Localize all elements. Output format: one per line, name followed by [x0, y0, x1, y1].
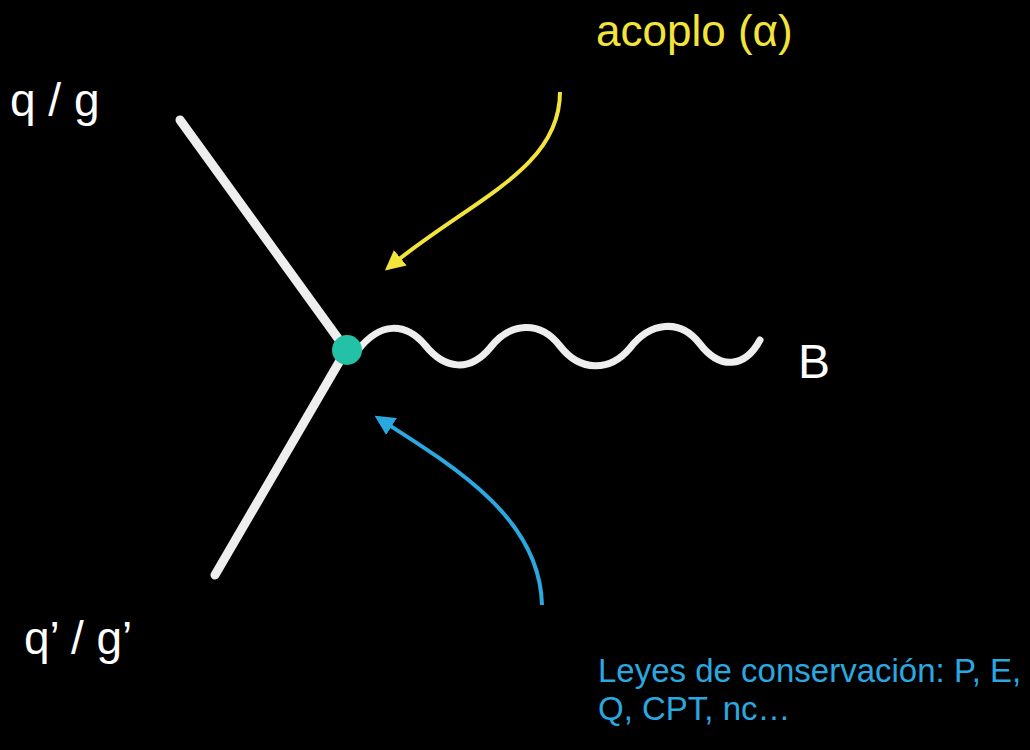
coupling-arrow: [388, 92, 560, 268]
boson-label: B: [798, 334, 830, 389]
incoming-line: [215, 352, 345, 575]
particle-label: q’ / g’: [24, 612, 132, 665]
conservation-note: Leyes de conservación: P, E, Q, CPT, nc…: [598, 652, 1023, 728]
boson-wave: [358, 326, 760, 365]
coupling-label: acoplo (α): [596, 6, 793, 57]
conservation-arrow: [378, 418, 542, 605]
incoming-line: [180, 120, 345, 348]
particle-label: q / g: [10, 74, 100, 127]
vertex-dot: [332, 335, 362, 365]
